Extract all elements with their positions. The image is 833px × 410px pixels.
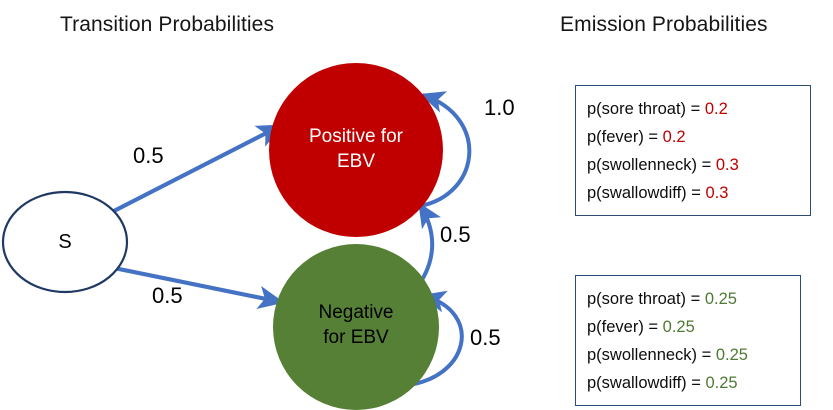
- edge-start-to-positive: [111, 124, 283, 214]
- emission-value: 0.3: [705, 184, 729, 202]
- emission-probabilities-title: Emission Probabilities: [560, 13, 768, 36]
- edge-label-start-to-positive: 0.5: [133, 143, 164, 168]
- emission-symbol: p(sore throat) =: [587, 290, 701, 308]
- edge-label-negative-to-positive: 0.5: [440, 222, 471, 247]
- emission-value: 0.25: [662, 318, 695, 336]
- emission-row: p(fever) = 0.2: [587, 123, 810, 151]
- emission-symbol: p(swollenneck) =: [587, 346, 712, 364]
- emission-box-positive: p(sore throat) = 0.2 p(fever) = 0.2 p(sw…: [575, 85, 811, 216]
- state-node-positive[interactable]: [269, 63, 443, 237]
- emission-box-negative: p(sore throat) = 0.25 p(fever) = 0.25 p(…: [575, 275, 801, 406]
- emission-symbol: p(swollenneck) =: [587, 156, 712, 174]
- emission-value: 0.25: [705, 374, 738, 392]
- emission-symbol: p(swallowdiff) =: [587, 374, 701, 392]
- edge-label-negative-self-loop: 0.5: [470, 325, 501, 350]
- emission-value: 0.2: [662, 128, 686, 146]
- emission-value: 0.3: [715, 156, 739, 174]
- emission-value: 0.25: [704, 290, 737, 308]
- edge-label-positive-self-loop: 1.0: [484, 95, 515, 120]
- emission-row: p(swollenneck) = 0.3: [587, 151, 810, 179]
- edge-label-start-to-negative: 0.5: [152, 283, 183, 308]
- edge-positive-self-loop: [412, 91, 472, 209]
- emission-value: 0.2: [704, 100, 728, 118]
- state-node-start[interactable]: [1, 190, 129, 294]
- emission-row: p(swallowdiff) = 0.3: [587, 179, 810, 207]
- emission-row: p(swallowdiff) = 0.25: [587, 369, 800, 397]
- emission-value: 0.25: [715, 346, 748, 364]
- emission-row: p(sore throat) = 0.2: [587, 95, 810, 123]
- edge-negative-self-loop: [399, 290, 464, 388]
- emission-row: p(fever) = 0.25: [587, 313, 800, 341]
- emission-symbol: p(fever) =: [587, 318, 659, 336]
- emission-symbol: p(sore throat) =: [587, 100, 701, 118]
- emission-symbol: p(swallowdiff) =: [587, 184, 701, 202]
- emission-row: p(sore throat) = 0.25: [587, 285, 800, 313]
- edge-start-to-negative: [113, 265, 285, 309]
- state-node-negative[interactable]: [273, 244, 439, 410]
- emission-symbol: p(fever) =: [587, 128, 659, 146]
- transition-probabilities-title: Transition Probabilities: [60, 13, 275, 36]
- emission-row: p(swollenneck) = 0.25: [587, 341, 800, 369]
